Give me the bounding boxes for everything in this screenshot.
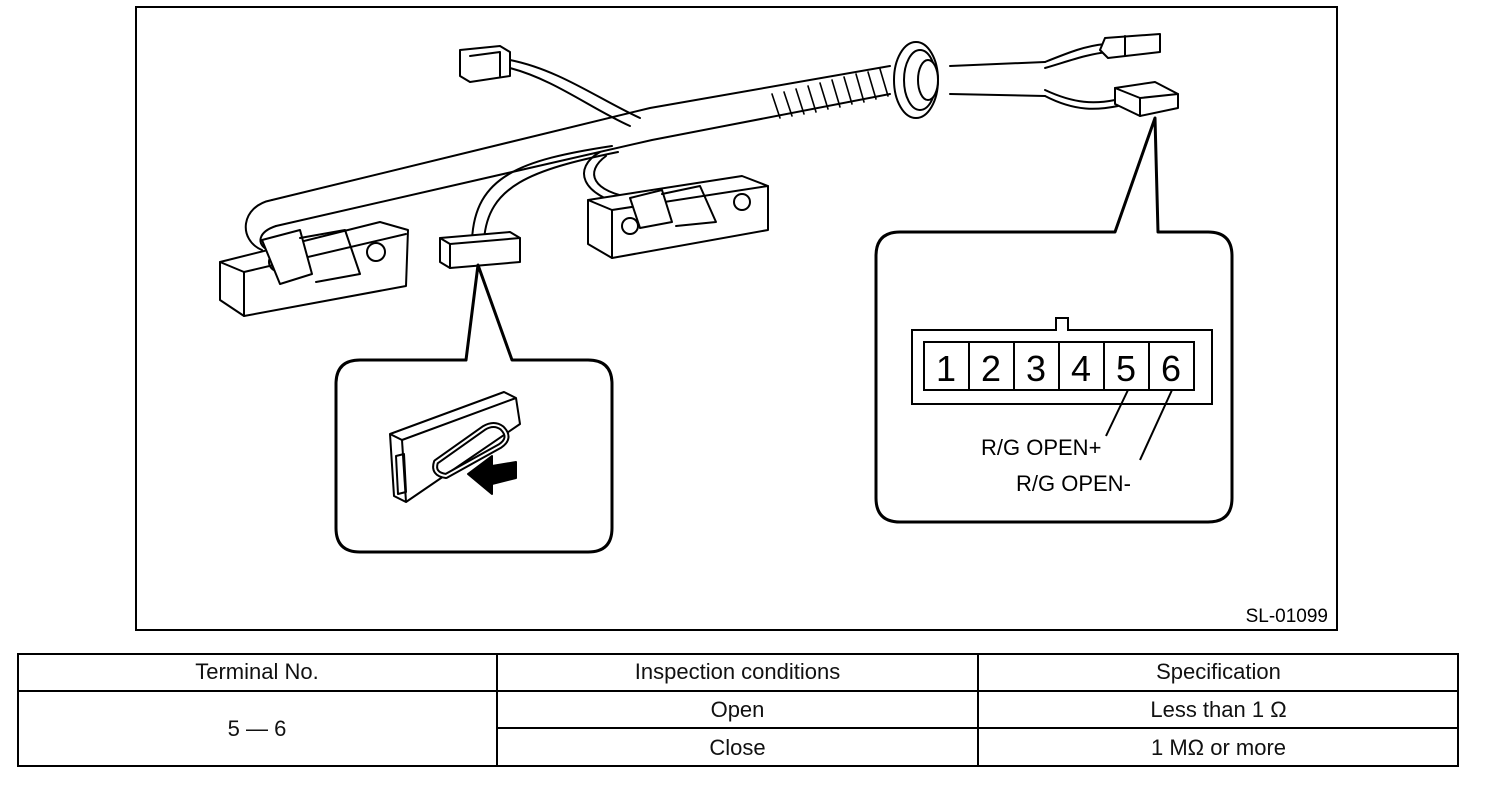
header-specification: Specification <box>1156 659 1281 684</box>
pin-2-label: 2 <box>981 348 1001 389</box>
pin-6-label: 6 <box>1161 348 1181 389</box>
leader-line-minus <box>1139 389 1173 461</box>
pin-1-label: 1 <box>936 348 956 389</box>
spec-close: 1 MΩ or more <box>1150 734 1287 760</box>
pin-4-label: 4 <box>1071 348 1091 389</box>
label-rg-open-plus: R/G OPEN+ <box>981 435 1101 460</box>
label-rg-open-minus: R/G OPEN- <box>1016 471 1131 496</box>
insert-arrow-icon <box>467 455 517 495</box>
pin-3-label: 3 <box>1026 348 1046 389</box>
leader-line-plus <box>1105 389 1129 437</box>
header-terminal-no: Terminal No. <box>195 659 319 684</box>
table-grid <box>17 653 1459 767</box>
figure-id: SL-01099 <box>1246 606 1328 627</box>
pin-5-label: 5 <box>1116 348 1136 389</box>
inspection-table: Terminal No. Inspection conditions Speci… <box>17 653 1459 767</box>
connector-pinout: 1 2 3 4 5 6 R/G OPEN+ R/G OPEN- <box>911 317 1213 496</box>
terminal-cell: 5 — 6 <box>227 716 287 741</box>
harness-diagram: 1 2 3 4 5 6 R/G OPEN+ R/G OPEN- SL-01099 <box>135 6 1338 631</box>
spec-open: Less than 1 Ω <box>1150 696 1287 722</box>
terminal-block-detail <box>389 391 521 503</box>
condition-close: Close <box>709 734 766 760</box>
condition-open: Open <box>710 696 765 722</box>
header-inspection-conditions: Inspection conditions <box>634 659 841 684</box>
